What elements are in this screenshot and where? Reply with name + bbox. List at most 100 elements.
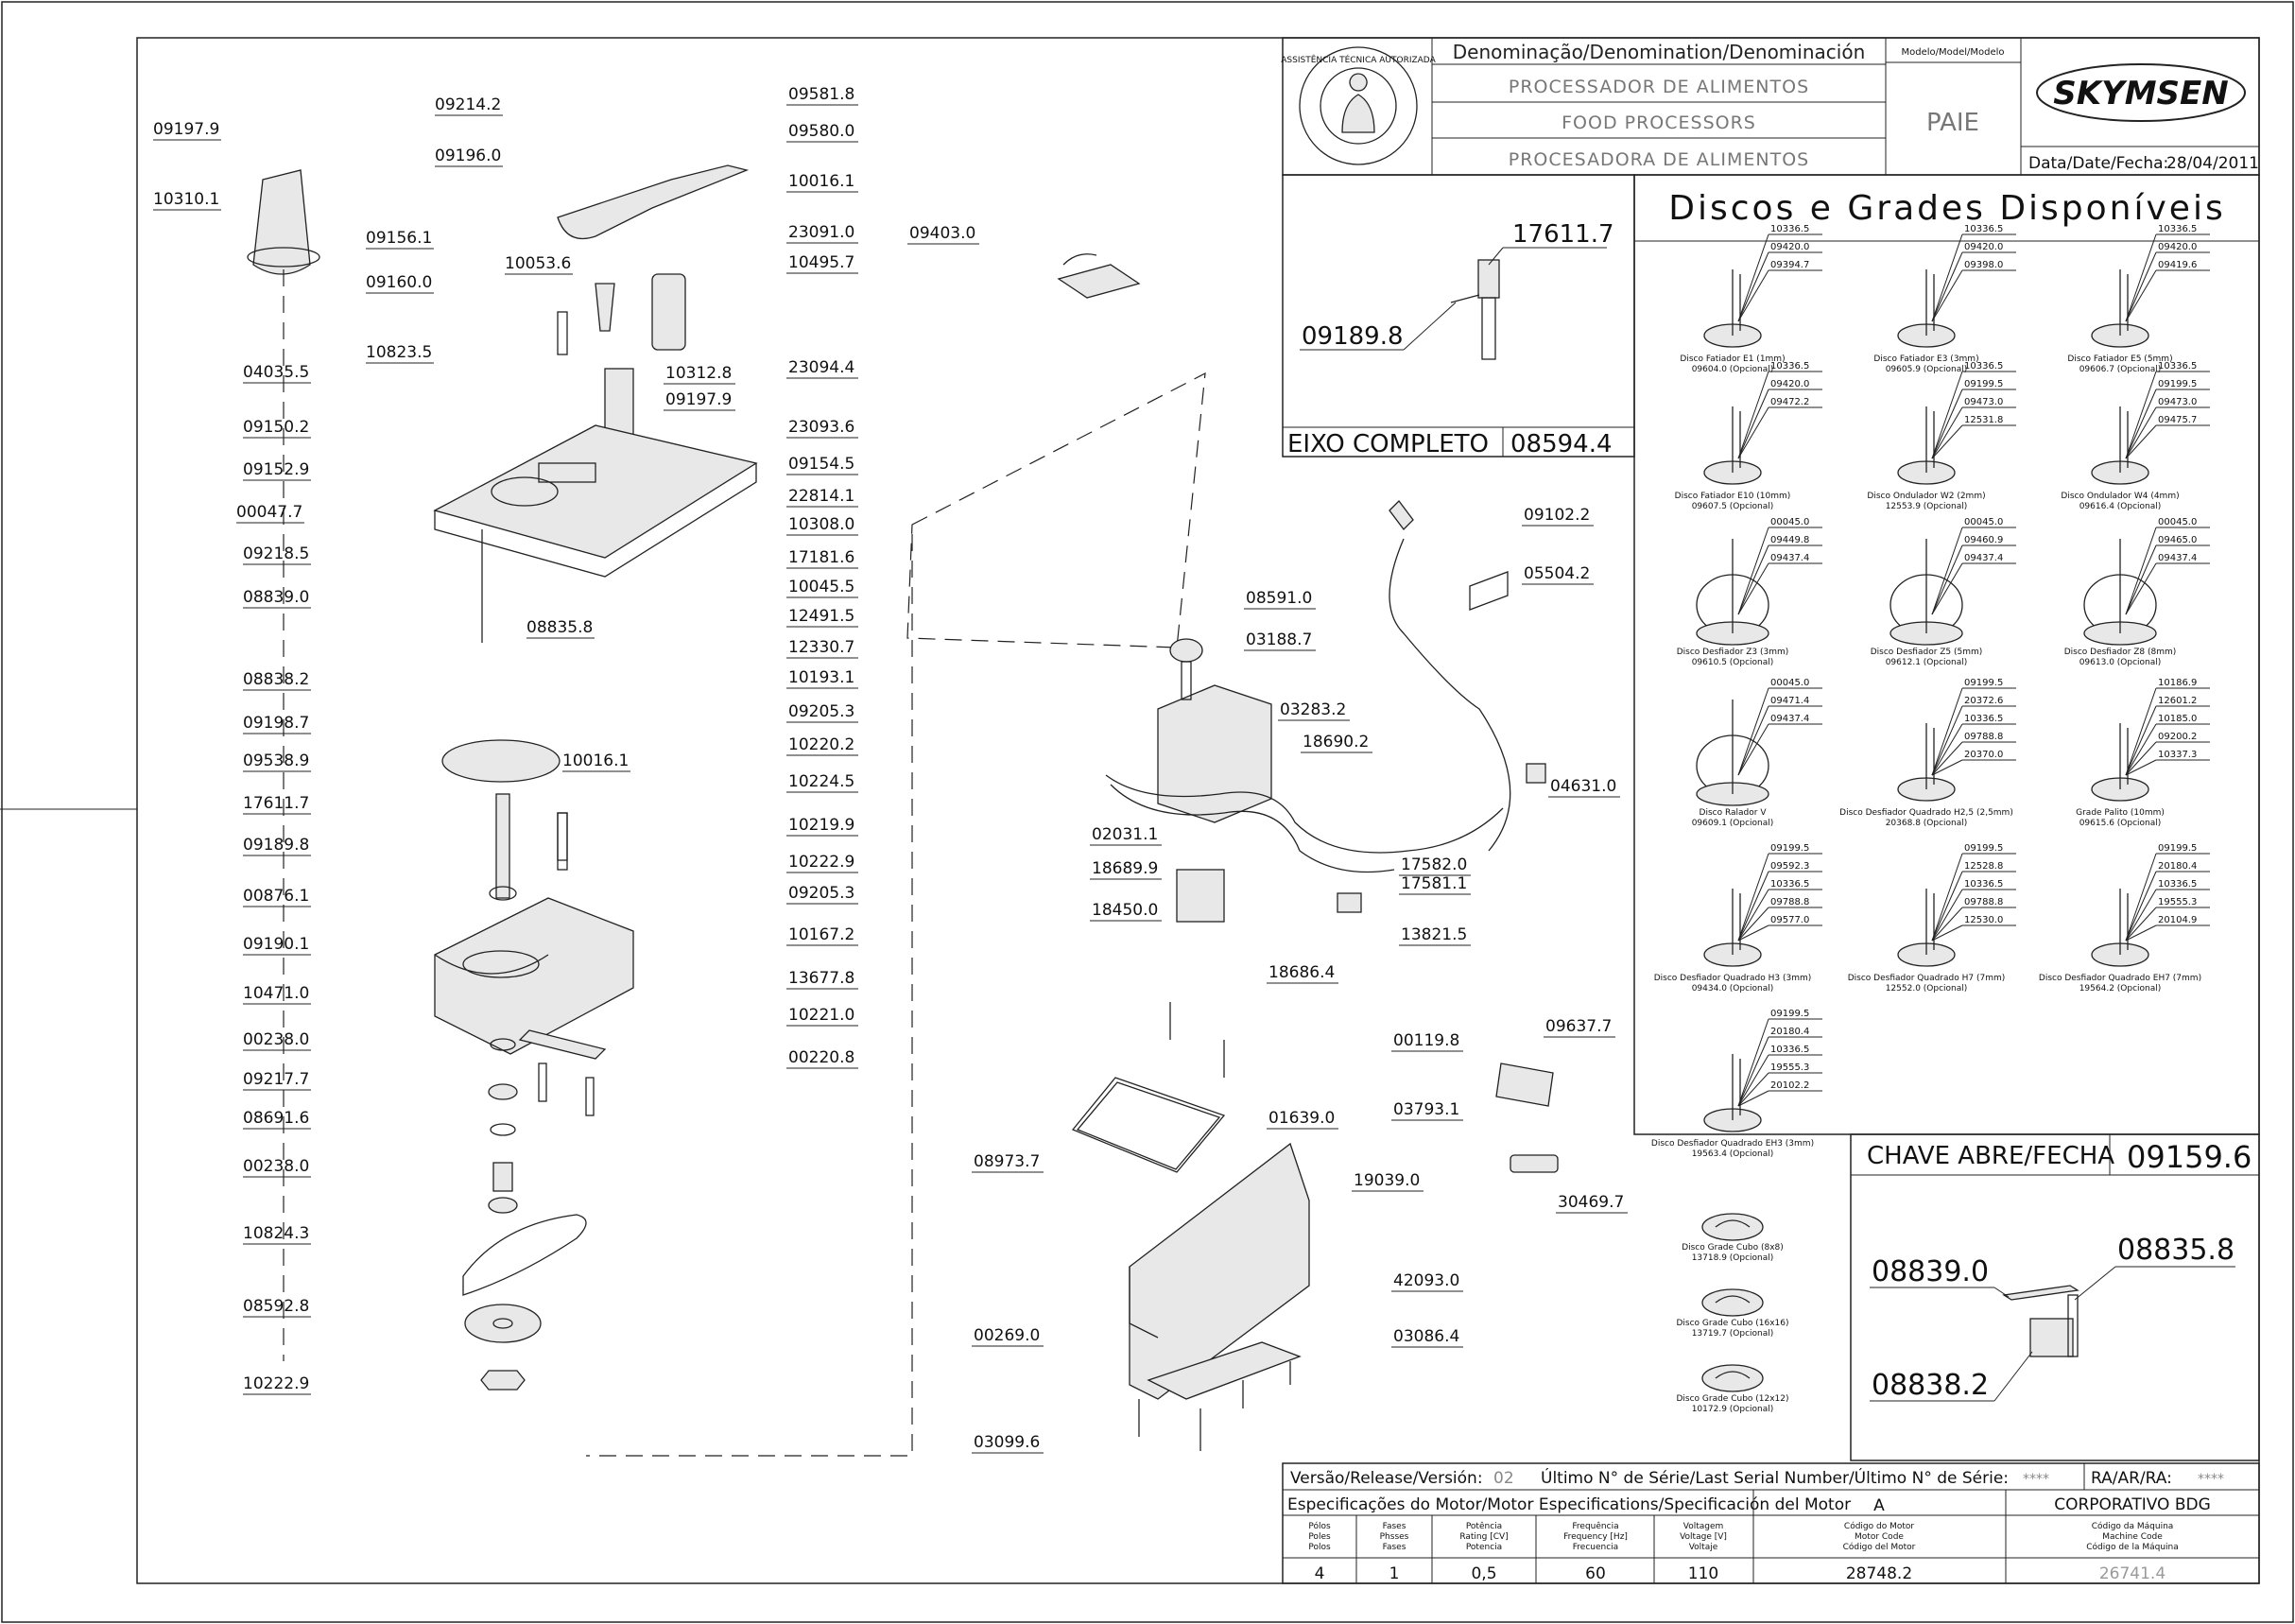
disc-5: Disco Ondulador W4 (4mm)09616.4 (Opciona… [2061,361,2210,511]
callout-center-14: 13821.5 [1401,925,1467,944]
callout-left-4: 09156.1 [366,229,432,248]
disc-name-17: Disco Grade Cubo (16x16) [1676,1319,1788,1328]
part-callouts: 09197.910310.109214.209196.009156.109160… [153,85,1628,1454]
switch-part-08835-8: 08835.8 [2117,1234,2235,1267]
callout-right-16: 10193.1 [788,668,854,687]
callout-center-12: 17582.0 [1401,855,1467,874]
disc-1-part-0: 10336.5 [1964,224,2003,234]
callout-right-4: 10495.7 [788,253,854,272]
version-label: Versão/Release/Versión: [1290,1469,1483,1488]
disc-code-3: 09607.5 (Opcional) [1692,502,1774,511]
callout-left-16: 09538.9 [243,752,309,770]
disc-2-part-1: 09420.0 [2158,242,2197,252]
disc-3: Disco Fatiador E10 (10mm)09607.5 (Opcion… [1675,361,1822,511]
spec-col-2-head-2: Potencia [1466,1543,1502,1552]
callout-center-24: 03086.4 [1393,1327,1459,1346]
disc-code-6: 09610.5 (Opcional) [1692,658,1774,667]
disc-8-part-2: 09437.4 [2158,553,2197,563]
brand-logo: SKYMSEN [2036,63,2246,122]
disc-3-part-0: 10336.5 [1770,361,1809,371]
disc-code-0: 09604.0 (Opcional) [1692,365,1774,374]
callout-center-9: 09102.2 [1524,506,1590,525]
callout-left-6: 10823.5 [366,343,432,362]
spec-col-6-value: 26741.4 [2099,1564,2166,1583]
callout-left-0: 09197.9 [153,120,219,139]
callout-right-11: 10308.0 [788,515,854,534]
exploded-view-center [586,253,1559,1457]
callout-left-22: 00238.0 [243,1030,309,1049]
discs-panel: Discos e Grades Disponíveis [1633,174,2260,1135]
disc-3-part-1: 09420.0 [1770,379,1809,389]
disc-13-part-1: 12528.8 [1964,861,2003,872]
disc-13-part-0: 09199.5 [1964,843,2003,854]
spec-col-5-head-2: Código del Motor [1843,1542,1916,1552]
callout-left-11: 09218.5 [243,544,309,563]
brand-name: SKYMSEN [2053,75,2228,112]
disc-code-8: 09613.0 (Opcional) [2079,658,2162,667]
disc-15-part-2: 10336.5 [1770,1045,1809,1055]
version-value: 02 [1493,1469,1514,1488]
spec-col-3-head-1: Frequency [Hz] [1563,1532,1628,1542]
discs-grid: Disco Fatiador E1 (1mm)09604.0 (Opcional… [1651,224,2210,1414]
discs-title: Discos e Grades Disponíveis [1668,189,2225,228]
disc-name-5: Disco Ondulador W4 (4mm) [2061,492,2179,501]
disc-name-2: Disco Fatiador E5 (5mm) [2067,354,2172,364]
disc-code-12: 09434.0 (Opcional) [1692,984,1774,993]
switch-box: CHAVE ABRE/FECHA 09159.6 08839.0 08835.8… [1850,1133,2260,1461]
switch-title: CHAVE ABRE/FECHA [1867,1142,2114,1170]
disc-12: Disco Desfiador Quadrado H3 (3mm)09434.0… [1654,843,1822,993]
callout-right-0: 09581.8 [788,85,854,104]
callout-center-3: 03283.2 [1280,700,1346,719]
disc-0-part-2: 09394.7 [1770,260,1809,270]
callout-right-19: 10224.5 [788,772,854,791]
disc-name-16: Disco Grade Cubo (8x8) [1682,1243,1784,1253]
spec-col-4-head-0: Voltagem [1683,1522,1724,1531]
disc-15-part-1: 20180.4 [1770,1027,1809,1037]
shaft-code: 08594.4 [1510,430,1613,458]
disc-0-part-1: 09420.0 [1770,242,1809,252]
callout-center-11: 04631.0 [1550,777,1616,796]
disc-0-part-0: 10336.5 [1770,224,1809,234]
disc-name-9: Disco Ralador V [1700,808,1768,818]
spec-col-3-head-2: Frecuencia [1573,1543,1618,1552]
disc-name-1: Disco Fatiador E3 (3mm) [1873,354,1978,364]
spec-col-5-value: 28748.2 [1846,1564,1912,1583]
callout-left-10: 00047.7 [236,503,302,522]
callout-right-24: 13677.8 [788,969,854,988]
spec-col-1-value: 1 [1389,1564,1400,1583]
disc-6-part-1: 09449.8 [1770,535,1809,545]
disc-code-11: 09615.6 (Opcional) [2079,819,2162,828]
disc-code-5: 09616.4 (Opcional) [2079,502,2162,511]
disc-15: Disco Desfiador Quadrado EH3 (3mm)19563.… [1651,1009,1822,1159]
callout-center-6: 18689.9 [1092,859,1158,878]
disc-name-6: Disco Desfiador Z3 (3mm) [1677,648,1789,657]
spec-col-0-value: 4 [1315,1564,1325,1583]
spec-col-4-value: 110 [1688,1564,1718,1583]
callout-center-22: 42093.0 [1393,1271,1459,1290]
disc-3-part-2: 09472.2 [1770,397,1809,407]
disc-11-part-3: 09200.2 [2158,732,2197,742]
callout-center-8: 18686.4 [1268,963,1335,982]
callout-right-18: 10220.2 [788,735,854,754]
callout-left-15: 09198.7 [243,714,309,733]
callout-right-5: 23094.4 [788,358,854,377]
callout-right-10: 22814.1 [788,487,854,506]
disc-4: Disco Ondulador W2 (2mm)12553.9 (Opciona… [1867,361,2016,511]
callout-right-22: 09205.3 [788,884,854,903]
callout-left-23: 09217.7 [243,1070,309,1089]
disc-13-part-2: 10336.5 [1964,879,2003,890]
disc-8-part-1: 09465.0 [2158,535,2197,545]
title-block: ASSISTÊNCIA TÉCNICA AUTORIZADA Denominaç… [1281,37,2260,176]
callout-center-13: 17581.1 [1401,874,1467,893]
switch-part-08839-0: 08839.0 [1872,1255,1989,1288]
disc-15-part-4: 20102.2 [1770,1080,1809,1091]
disc-11-part-1: 12601.2 [2158,696,2197,706]
disc-6-part-2: 09437.4 [1770,553,1809,563]
disc-10: Disco Desfiador Quadrado H2,5 (2,5mm)203… [1839,678,2016,828]
spec-col-4-head-1: Voltage [V] [1680,1532,1727,1542]
disc-2: Disco Fatiador E5 (5mm)09606.7 (Opcional… [2067,224,2210,374]
callout-right-14: 12491.5 [788,607,854,626]
callout-center-16: 03793.1 [1393,1100,1459,1119]
model-label: Modelo/Model/Modelo [1901,47,2004,58]
callout-left-13: 08835.8 [526,618,593,637]
